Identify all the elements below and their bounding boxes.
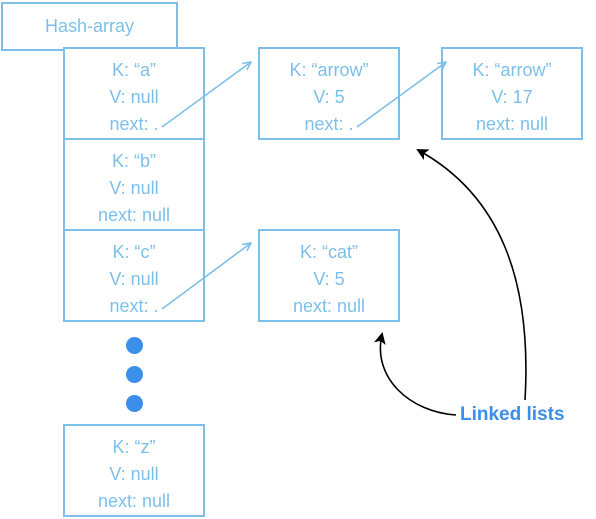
list-node-cat-5-next: next: null	[292, 296, 366, 316]
list-node-arrow-17: K: “arrow” V: 17 next: null	[441, 47, 583, 140]
slot-a-value: V: null	[109, 87, 159, 107]
list-node-arrow-5-key: K: “arrow”	[289, 60, 369, 80]
list-node-cat-5-key: K: “cat”	[299, 242, 358, 262]
list-node-arrow-17-next: next: null	[475, 114, 549, 134]
slot-b-key: K: “b”	[111, 151, 156, 171]
callout-arrow-to-cat-node	[373, 332, 457, 416]
list-node-arrow-5-next: next: .	[304, 114, 354, 134]
list-node-arrow-17-key: K: “arrow”	[472, 60, 552, 80]
list-node-arrow-5: K: “arrow” V: 5 next: .	[258, 47, 400, 140]
ellipsis-dot	[126, 395, 143, 412]
slot-a-key: K: “a”	[111, 60, 156, 80]
slot-z: K: “z” V: null next: null	[63, 424, 205, 517]
slot-b-next: next: null	[97, 205, 171, 225]
ellipsis-dot	[126, 366, 143, 383]
hash-array-title-label: Hash-array	[44, 16, 135, 36]
list-node-arrow-17-value: V: 17	[491, 87, 533, 107]
slot-c-value: V: null	[109, 269, 159, 289]
slot-a: K: “a” V: null next: .	[63, 47, 205, 140]
slot-z-key: K: “z”	[112, 437, 156, 457]
slot-b-value: V: null	[109, 178, 159, 198]
slot-a-next: next: .	[109, 114, 159, 134]
slot-b: K: “b” V: null next: null	[63, 138, 205, 231]
list-node-arrow-5-value: V: 5	[313, 87, 345, 107]
slot-c-next: next: .	[109, 296, 159, 316]
hash-array-title: Hash-array	[1, 2, 178, 51]
slot-c-key: K: “c”	[112, 242, 156, 262]
ellipsis-dot	[126, 337, 143, 354]
slot-c: K: “c” V: null next: .	[63, 229, 205, 322]
linked-lists-label: Linked lists	[460, 404, 565, 425]
pointer-arrow-arrow-to-arrow	[356, 62, 446, 128]
callout-arrow-to-arrow-node	[416, 149, 527, 401]
list-node-cat-5-value: V: 5	[313, 269, 345, 289]
list-node-cat-5: K: “cat” V: 5 next: null	[258, 229, 400, 322]
slot-z-next: next: null	[97, 491, 171, 511]
pointer-arrow-c-to-cat	[161, 243, 251, 310]
pointer-arrow-a-to-arrow	[161, 62, 251, 128]
slot-z-value: V: null	[109, 464, 159, 484]
